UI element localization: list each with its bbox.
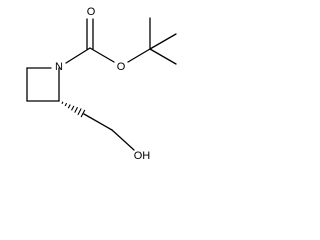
molecule-drawing: O O N OH <box>26 6 177 162</box>
hash-line <box>61 101 64 105</box>
hash-line <box>67 104 71 109</box>
bond-tbu-methyl-right <box>149 33 177 50</box>
hash-line <box>77 108 82 116</box>
bond-carbonyl-o-ester <box>89 47 115 63</box>
hash-line <box>80 109 86 118</box>
atom-label-hydroxyl: OH <box>134 150 151 162</box>
hashed-wedge-bond <box>61 101 86 118</box>
bond-tbu-methyl-down <box>149 48 177 65</box>
atom-label-ring-nitrogen: N <box>55 61 63 73</box>
bond-o-tbu <box>127 48 151 63</box>
structure-canvas: O O N OH <box>0 0 195 185</box>
bond-chain-ch2-ch2 <box>83 113 113 131</box>
hash-line <box>71 105 75 111</box>
hash-line <box>74 106 79 113</box>
atom-label-carbonyl-oxygen: O <box>87 6 96 18</box>
atom-label-ester-oxygen: O <box>117 61 126 73</box>
hash-line <box>64 102 68 107</box>
bond-n-carbonyl <box>65 47 91 64</box>
bond-chain-ch2-oh <box>111 129 135 151</box>
